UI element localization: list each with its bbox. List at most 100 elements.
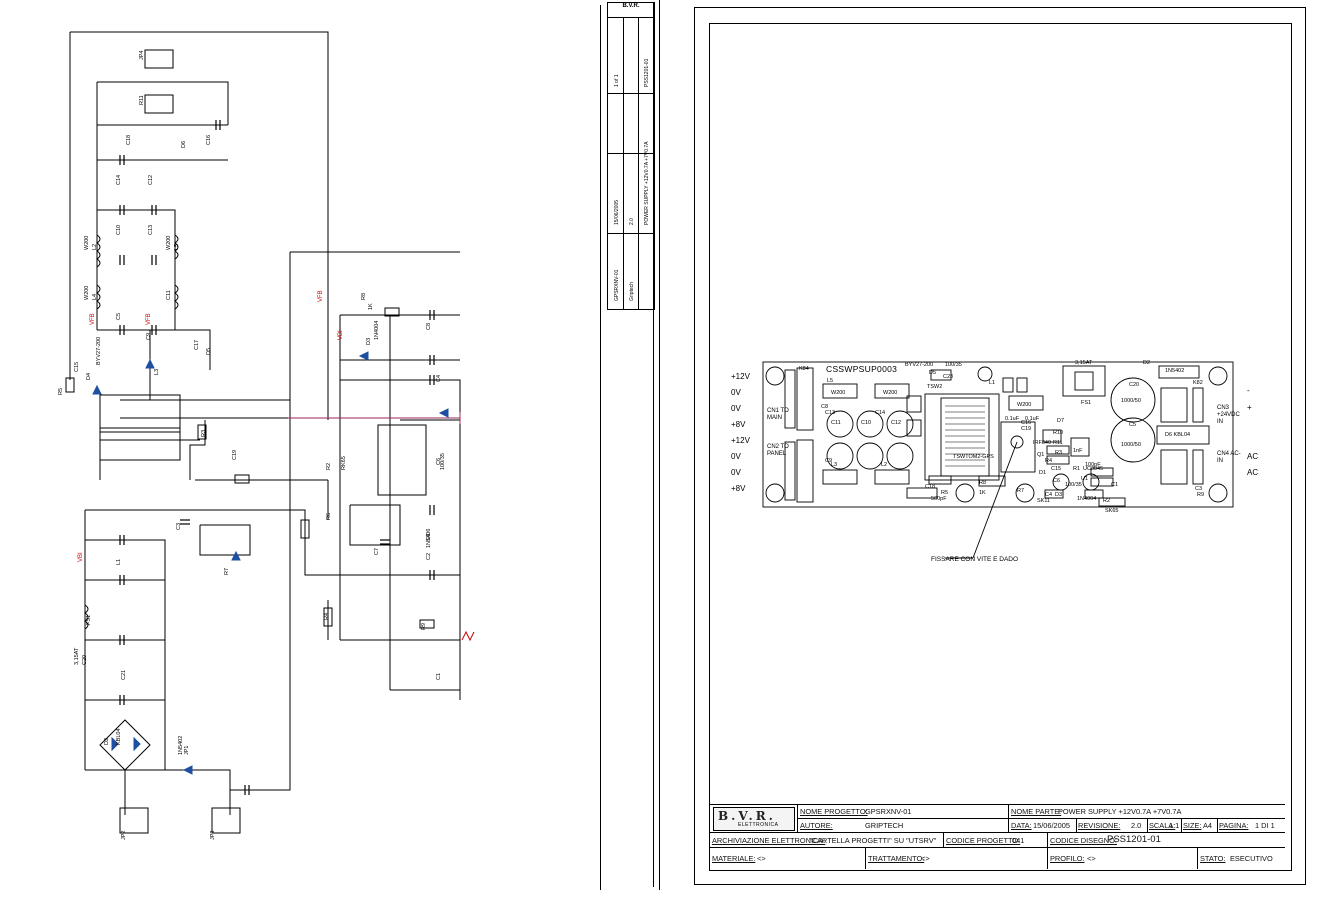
trattamento-value: <> [921,854,930,863]
size-label: SIZE: [1183,821,1202,830]
left-tb-date: 15/06/2005 [614,199,620,225]
pcb-component-label: W200 [883,390,897,396]
data-value: 15/06/2005 [1033,821,1070,830]
pcb-component-label: R11 [1053,440,1063,446]
schematic-label: R4 [324,613,330,620]
label-8v-2: +8V [731,484,746,493]
schematic-label: R2 [326,463,332,470]
left-tb-part: POWER SUPPLY +12V0.7A +7V0.7A [644,141,650,225]
schematic-label: L3 [154,369,160,375]
scala-label: SCALA: [1149,821,1176,830]
pcb-component-label: Q1 [1037,452,1044,458]
pcb-component-label: 3,15AT [1075,360,1093,366]
pcb-component-label: C16 [1021,420,1031,426]
pcb-component-label: 560pF [931,496,947,502]
logo-subtext: ELETTRONICA [738,822,779,828]
schematic-label: JP1 [184,746,190,755]
label-ac-2: AC [1247,468,1259,477]
schematic-label: 3,15AT [74,647,80,665]
pcb-component-label: C19 [1021,426,1031,432]
pcb-component-label: C4 [1045,492,1052,498]
svg-text:VBI: VBI [78,552,84,562]
pcb-component-label: R7 [1017,488,1024,494]
schematic-label: C15 [74,362,80,372]
stato-label: STATO: [1200,854,1226,863]
pcb-component-label: K82 [1193,380,1203,386]
schematic-label: C1 [436,673,442,680]
pcb-component-label: SK11 [1037,498,1050,504]
scala-value: 1:1 [1169,821,1180,830]
pcb-component-label: TSWTOM2-GPS [953,454,994,460]
pcb-component-label: C20 [1129,382,1139,388]
label-minus: - [1247,386,1250,395]
schematic-label: C4 [436,375,442,382]
left-logo: B.V.R. [608,3,654,18]
pcb-component-label: C12 [891,420,901,426]
pcb-component-label: L3 [831,462,837,468]
schematic-label: L1 [116,559,122,565]
pcb-component-label: R5 [941,490,948,496]
cn1-label: CN1 TO MAIN [767,408,789,421]
pcb-component-label: D5 [929,370,936,376]
revisione-label: REVISIONE: [1078,821,1121,830]
nome-parte-value: POWER SUPPLY +12V0.7A +7V0.7A [1058,807,1182,816]
nome-progetto-label: NOME PROGETTO: [800,807,868,816]
pcb-component-label: 0.1uF [1025,416,1040,422]
codice-progetto-label: CODICE PROGETTO: [946,836,1021,845]
schematic-label: C18 [126,135,132,145]
pcb-component-label: 100/35 [1065,482,1082,488]
schematic-label: L4 [92,294,98,300]
label-ac-1: AC [1247,452,1259,461]
pcb-component-label: R9 [1197,492,1204,498]
schematic-label: C11 [166,290,172,300]
label-0v-4: 0V [731,468,741,477]
schematic-label: W200 [166,236,172,250]
schematic-label: D2 [104,738,110,745]
pcb-component-label: L2 [881,462,887,468]
board-code: CSSWPSUP0003 [826,364,898,374]
pcb-component-label: D3 [1055,492,1062,498]
pcb-component-label: D7 [1057,418,1064,424]
pcb-component-label: C11 [831,420,841,426]
cn3-label: CN3 +24VDC IN [1217,405,1240,425]
schematic-drawing: VFB VFB VFB VBI VBI C15R5D4BYV27-200C8R8… [58,31,475,840]
pcb-component-label: K84 [799,366,809,372]
stato-value: ESECUTIVO [1230,854,1273,863]
schematic-label: C19 [232,450,238,460]
schematic-label: C7 [374,548,380,555]
pcb-component-label: C10 [861,420,871,426]
schematic-label: L5 [174,244,180,250]
schematic-label: 1N5406 [426,529,432,548]
schematic-label: C21 [121,670,127,680]
materiale-label: MATERIALE: [712,854,756,863]
pcb-component-label: D2 [1143,360,1150,366]
schematic-label: C20 [82,655,88,665]
schematic-label: 1K [368,303,374,310]
cn2-label: CN2 TO PANEL [767,444,789,457]
schematic-label: D1 [426,533,432,540]
pcb-component-label: C15 [1051,466,1061,472]
schematic-label: C3 [176,523,182,530]
pcb-component-label: R2 [1103,498,1110,504]
revisione-value: 2.0 [1131,821,1142,830]
mounting-note: FISSARE CON VITE E DADO [931,556,1019,563]
pcb-component-label: R8 [979,480,986,486]
codice-disegno-label: CODICE DISEGNO: [1050,836,1117,845]
label-12v-1: +12V [731,372,750,381]
pagina-label: PAGINA: [1219,821,1249,830]
label-0v-2: 0V [731,404,741,413]
pcb-component-label: 0.1uF [1005,416,1020,422]
archiviazione-value: "CARTELLA PROGETTI" SU "UTSRV" [809,836,937,845]
materiale-value: <> [757,854,766,863]
pcb-component-label: 1K [979,490,986,496]
cn4-label: CN4 AC-IN [1217,451,1241,464]
left-title-block: B.V.R. GPSRXNV-01 Griptech 15/06/2005 2.… [607,2,655,310]
schematic-label: RK65 [341,456,347,470]
company-logo: B.V.R. ELETTRONICA [713,807,795,831]
schematic-label: D6 [181,141,187,148]
label-8v-1: +8V [731,420,746,429]
left-tb-project: GPSRXNV-01 [614,269,620,301]
trattamento-label: TRATTAMENTO: [868,854,925,863]
schematic-label: C5 [116,313,122,320]
schematic-label: KBL04 [116,728,122,745]
